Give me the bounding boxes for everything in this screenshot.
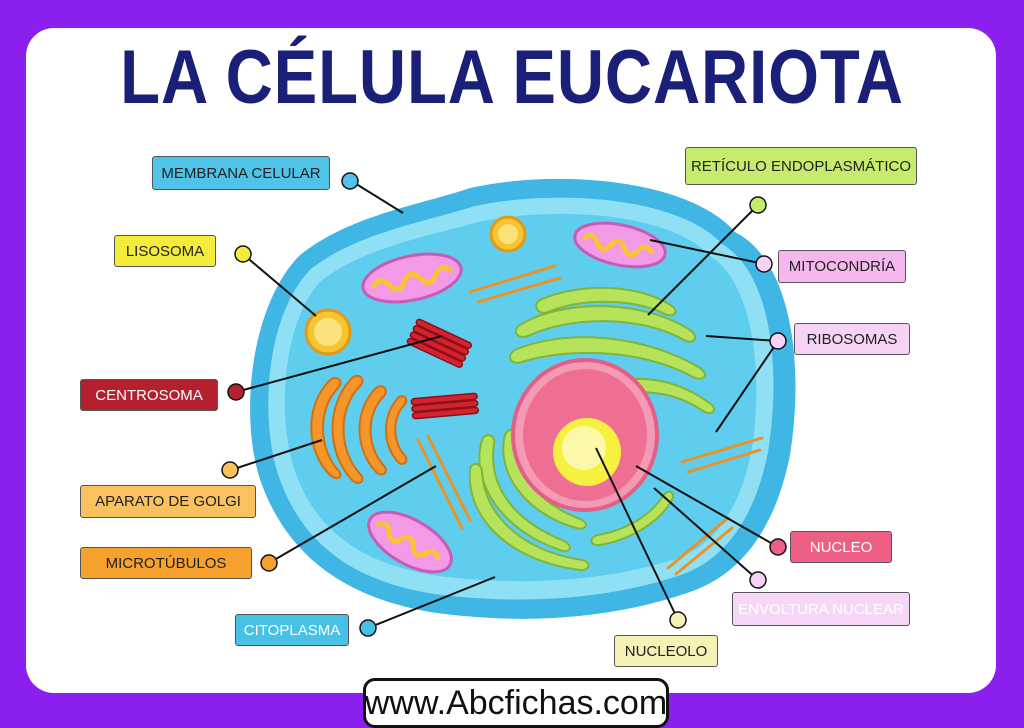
label-envoltura-nuclear: ENVOLTURA NUCLEAR <box>732 592 910 626</box>
footer-website: www.Abcfichas.com <box>363 678 669 728</box>
leader-dots <box>221 172 787 637</box>
lysosome-shapes <box>304 215 527 356</box>
label-lisosoma: LISOSOMA <box>114 235 216 267</box>
nucleolus-core-shape <box>562 426 606 470</box>
page-title: LA CÉLULA EUCARIOTA <box>120 35 904 120</box>
label-nucleolo: NUCLEOLO <box>614 635 718 667</box>
label-ribosomas: RIBOSOMAS <box>794 323 910 355</box>
golgi-shapes <box>310 374 408 484</box>
label-microtubulos: MICROTÚBULOS <box>80 547 252 579</box>
mitochondria-shapes <box>361 221 667 574</box>
leader-lines <box>230 181 779 629</box>
label-membrana-celular: MEMBRANA CELULAR <box>152 156 330 190</box>
label-reticulo-endoplasmatico: RETÍCULO ENDOPLASMÁTICO <box>685 147 917 185</box>
label-mitocondria: MITOCONDRÍA <box>778 250 906 283</box>
label-citoplasma: CITOPLASMA <box>235 614 349 646</box>
microtubule-shapes <box>416 264 764 576</box>
label-nucleo: NUCLEO <box>790 531 892 563</box>
label-aparato-de-golgi: APARATO DE GOLGI <box>80 485 256 518</box>
label-centrosoma: CENTROSOMA <box>80 379 218 411</box>
centrosome-shapes <box>406 318 480 420</box>
